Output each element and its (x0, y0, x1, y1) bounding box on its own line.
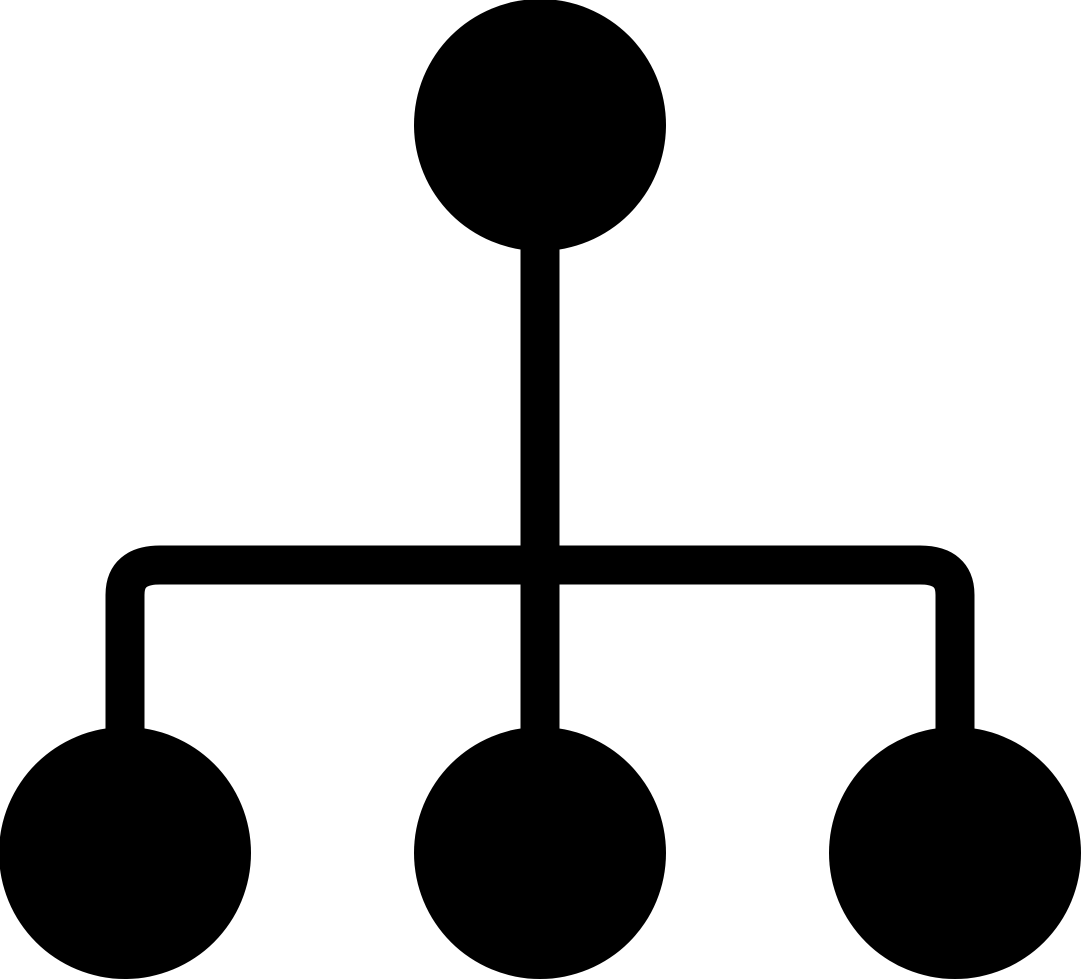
right-child-node (829, 727, 1081, 979)
left-child-node (0, 727, 251, 979)
root-node (414, 0, 666, 251)
branch-bar-connector (105, 545, 975, 740)
middle-child-node (414, 727, 666, 979)
